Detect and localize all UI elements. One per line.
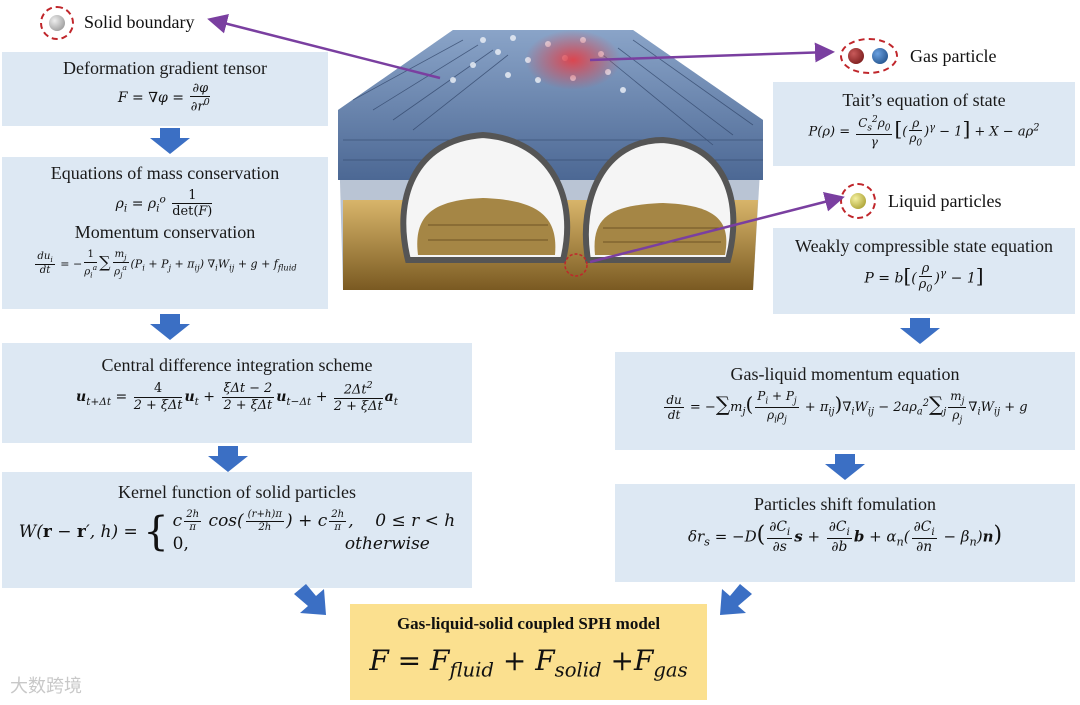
flow-arrow-left-2 (150, 314, 190, 340)
solid-boundary-icon (49, 15, 65, 31)
deformation-box: Deformation gradient tensor F = ∇φ = ∂φ∂… (2, 52, 328, 126)
gas-particle-blue-icon (872, 48, 888, 64)
central-title: Central difference integration scheme (101, 355, 373, 375)
particles-shift-box: Particles shift fomulation δrs = −D(∂Ci∂… (615, 484, 1075, 582)
pointer-arrow-gas (589, 42, 835, 63)
tait-title: Tait’s equation of state (842, 90, 1006, 110)
flow-arrow-left-1 (150, 128, 190, 154)
pointer-arrows (207, 14, 845, 264)
flow-arrow-diag-left (294, 584, 326, 615)
kernel-function-box: Kernel function of solid particles W(r −… (2, 472, 472, 588)
mass-title: Equations of mass conservation (50, 163, 280, 183)
gasliquid-title: Gas-liquid momentum equation (730, 364, 960, 384)
deformation-title: Deformation gradient tensor (63, 58, 267, 78)
weak-title: Weakly compressible state equation (795, 236, 1053, 256)
watermark: 大数跨境 (10, 676, 82, 697)
gas-particle-red-icon (848, 48, 864, 64)
liquid-particles-label: Liquid particles (888, 191, 1002, 211)
coupled-model-box: Gas-liquid-solid coupled SPH model F = F… (350, 604, 707, 700)
pointer-arrow-liquid (589, 192, 845, 264)
mass-conservation-box: Equations of mass conservation ρi = ρio … (2, 157, 328, 309)
kernel-title: Kernel function of solid particles (118, 482, 356, 502)
coupled-model-title: Gas-liquid-solid coupled SPH model (396, 614, 661, 633)
deformation-equation: F = ∇φ = ∂φ∂r0 (117, 81, 211, 115)
liquid-particle-icon (850, 193, 866, 209)
solid-boundary-ring (40, 6, 74, 40)
coupled-model-equation: F = Ffluid + Fsolid +Fgas (369, 644, 688, 682)
flow-arrow-diag-right (720, 584, 752, 615)
gas-particle-label: Gas particle (910, 46, 997, 66)
pointer-arrow-solid (207, 14, 441, 80)
momentum-subtitle: Momentum conservation (74, 221, 256, 242)
tunnel-illustration (338, 30, 763, 290)
shift-title: Particles shift fomulation (754, 494, 936, 514)
solid-boundary-label: Solid boundary (84, 12, 195, 32)
central-difference-box: Central difference integration scheme ut… (2, 343, 472, 443)
weakly-compressible-box: Weakly compressible state equation P = b… (773, 228, 1075, 314)
flow-arrow-right-2 (825, 454, 865, 480)
flow-arrow-left-3 (208, 446, 248, 472)
flow-arrow-right-1 (900, 318, 940, 344)
gas-particle-ring (840, 38, 898, 74)
